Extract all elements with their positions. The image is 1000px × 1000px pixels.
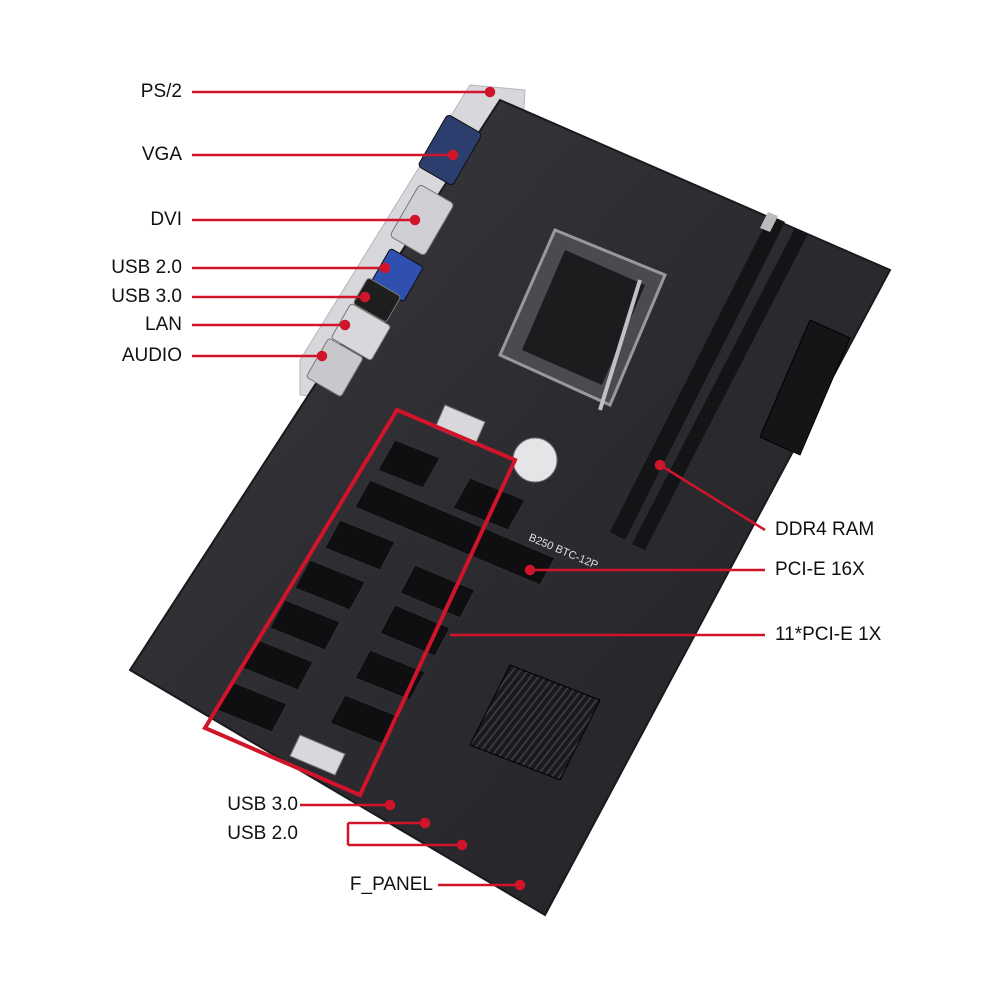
- label-fpanel: F_PANEL: [349, 874, 433, 895]
- ddr4-slots: [610, 212, 808, 550]
- leader-lines: [192, 86, 766, 891]
- label-ddr4: DDR4 RAM: [775, 519, 875, 540]
- label-usb30-header: USB 3.0: [227, 794, 298, 815]
- chipset-heatsink: [469, 664, 601, 781]
- label-usb30-rear: USB 3.0: [111, 286, 182, 307]
- label-usb20-header: USB 2.0: [227, 823, 298, 844]
- leader-ddr4: [659, 463, 766, 532]
- label-dvi: DVI: [150, 209, 182, 230]
- label-lan: LAN: [145, 314, 182, 335]
- cmos-battery: [512, 437, 558, 483]
- pcie-slots: [216, 439, 556, 746]
- pcie-highlight-box: [202, 407, 518, 798]
- atx-power-connector: [759, 319, 851, 456]
- label-pcie1: 11*PCI-E 1X: [775, 624, 882, 645]
- label-usb20-rear: USB 2.0: [111, 257, 182, 278]
- cpu-socket: [498, 228, 667, 411]
- label-audio: AUDIO: [121, 345, 182, 366]
- label-vga: VGA: [141, 144, 182, 165]
- label-pcie16: PCI-E 16X: [775, 559, 865, 580]
- label-ps2: PS/2: [140, 81, 182, 102]
- molex-connector: [289, 734, 346, 776]
